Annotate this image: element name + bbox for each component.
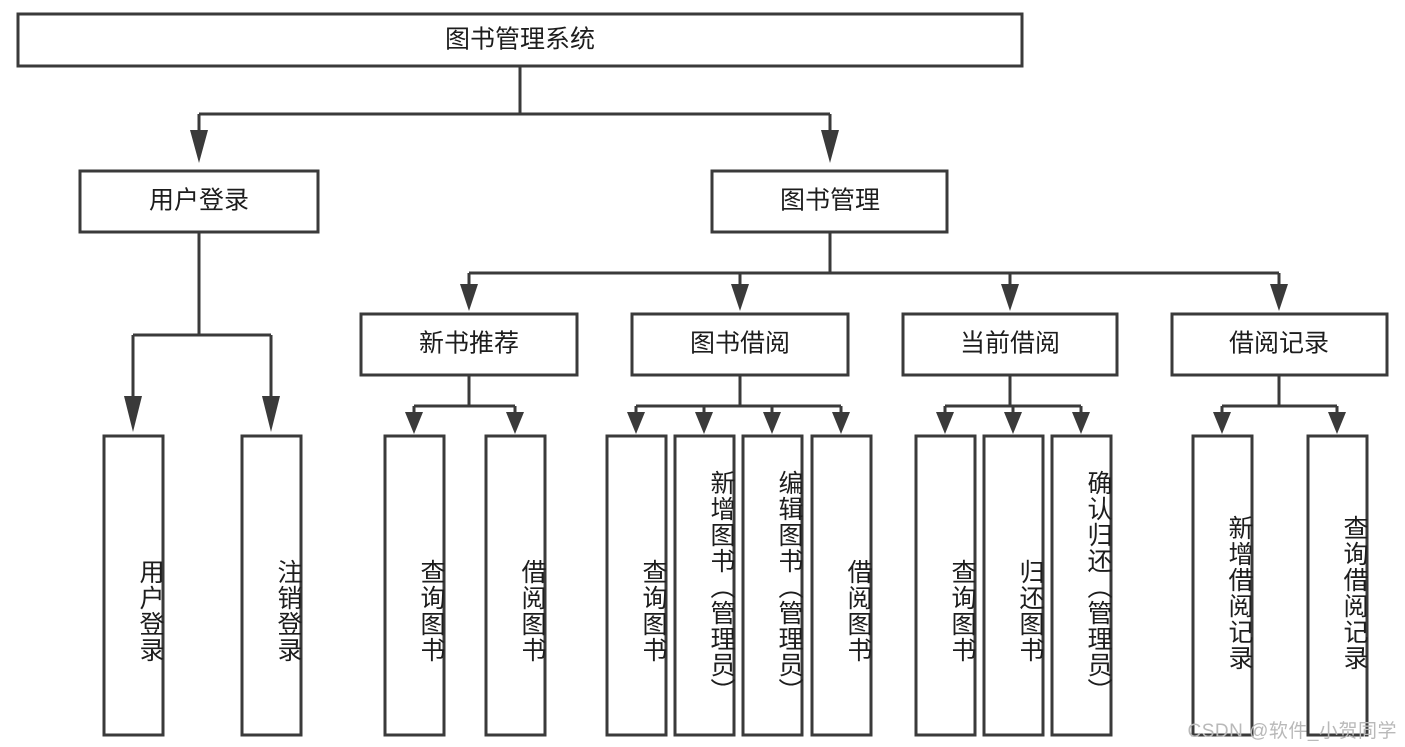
arrow-head-icon	[832, 412, 850, 434]
leaf-box-borrow-book-1[interactable]	[484, 434, 547, 737]
leaf-box-edit-book-admin[interactable]	[741, 434, 804, 737]
leaf-box-user-login[interactable]	[102, 434, 165, 737]
leaf-box-logout[interactable]	[240, 434, 303, 737]
node-label: 用户登录	[149, 187, 249, 215]
leaf-box-confirm-return-admin[interactable]	[1050, 434, 1113, 737]
node-box	[16, 12, 1024, 68]
node-box	[710, 169, 949, 234]
node-box	[901, 312, 1119, 377]
arrow-head-icon	[695, 412, 713, 434]
arrow-head-icon	[1270, 284, 1288, 311]
node-label: 当前借阅	[960, 330, 1060, 358]
arrow-head-icon	[124, 396, 142, 432]
leaf-box-return-book[interactable]	[982, 434, 1045, 737]
node-book-management[interactable]: 图书管理	[710, 169, 949, 234]
connector-userlogin-to-leaves	[124, 232, 280, 432]
leaf-box-query-book-1[interactable]	[383, 434, 446, 737]
node-new-book-recommend[interactable]: 新书推荐	[359, 312, 579, 377]
node-borrow-record[interactable]: 借阅记录	[1170, 312, 1389, 377]
arrow-head-icon	[1072, 412, 1090, 434]
connector-bookborrow-to-leaves	[627, 375, 850, 434]
arrow-head-icon	[763, 412, 781, 434]
node-label: 图书借阅	[690, 330, 790, 358]
leaf-box-add-book-admin[interactable]	[673, 434, 736, 737]
arrow-head-icon	[1001, 284, 1019, 311]
node-label: 新书推荐	[419, 330, 519, 358]
arrow-head-icon	[190, 130, 208, 163]
node-box	[78, 169, 320, 234]
arrow-head-icon	[405, 412, 423, 434]
node-current-borrow[interactable]: 当前借阅	[901, 312, 1119, 377]
node-box	[1170, 312, 1389, 377]
leaf-box-add-borrow-record[interactable]	[1191, 434, 1254, 737]
node-label: 图书管理	[780, 187, 880, 215]
connector-currentborrow-to-leaves	[936, 375, 1090, 434]
leaf-box-query-book-3[interactable]	[914, 434, 977, 737]
leaf-box-borrow-book-2[interactable]	[810, 434, 873, 737]
arrow-head-icon	[821, 130, 839, 163]
node-user-login[interactable]: 用户登录	[78, 169, 320, 234]
arrow-head-icon	[731, 284, 749, 311]
node-box	[359, 312, 579, 377]
node-label: 图书管理系统	[445, 26, 595, 54]
connector-bookmgmt-to-level2	[460, 232, 1288, 311]
node-box	[630, 312, 850, 377]
leaf-box-query-borrow-record[interactable]	[1306, 434, 1369, 737]
leaf-box-query-book-2[interactable]	[605, 434, 668, 737]
watermark-text: CSDN @软件_小贺同学	[1187, 721, 1397, 742]
arrow-head-icon	[1328, 412, 1346, 434]
node-book-borrow[interactable]: 图书借阅	[630, 312, 850, 377]
arrow-head-icon	[627, 412, 645, 434]
arrow-head-icon	[1004, 412, 1022, 434]
node-label: 借阅记录	[1229, 330, 1329, 358]
connector-borrowrecord-to-leaves	[1213, 375, 1346, 434]
arrow-head-icon	[460, 284, 478, 311]
connector-root-to-level1	[190, 66, 839, 163]
connector-newbook-to-leaves	[405, 375, 524, 434]
node-root-system[interactable]: 图书管理系统	[16, 12, 1024, 68]
arrow-head-icon	[936, 412, 954, 434]
arrow-head-icon	[506, 412, 524, 434]
arrow-head-icon	[262, 396, 280, 432]
arrow-head-icon	[1213, 412, 1231, 434]
